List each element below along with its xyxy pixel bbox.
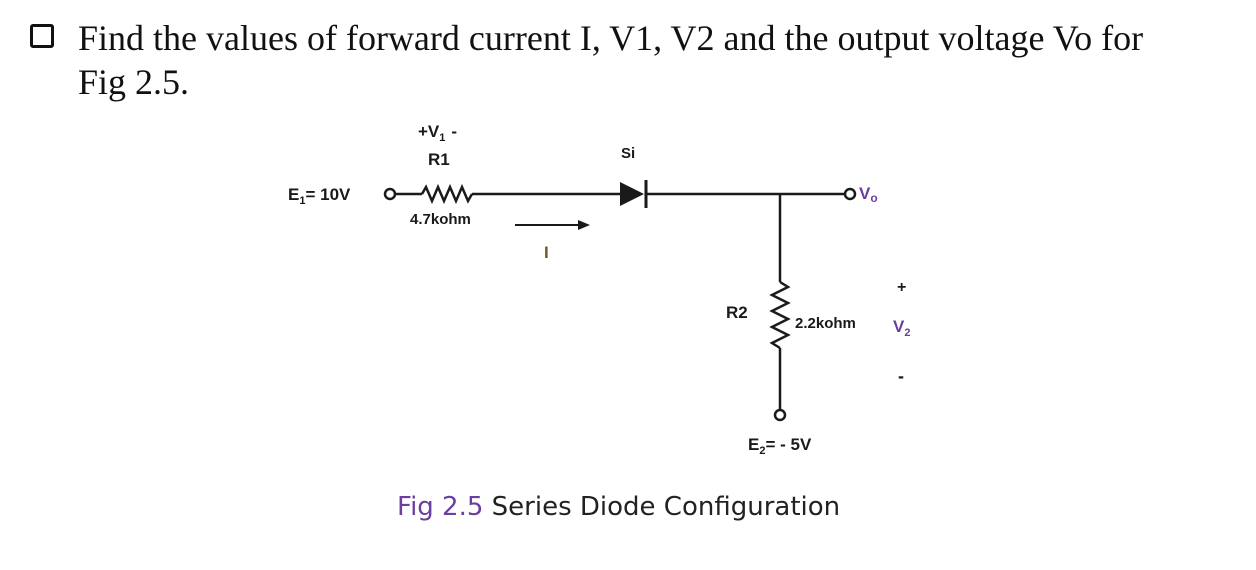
r1-name-label: R1 [428,150,450,169]
si-diode-icon [620,180,648,208]
problem-line-1: Find the values of forward current I, V1… [78,18,1144,58]
current-label: I [544,243,549,262]
figure-caption: Fig 2.5 Series Diode Configuration [397,492,840,522]
caption-text: Series Diode Configuration [491,492,841,522]
square-checkbox-icon [30,24,54,48]
v2-minus-label: - [898,366,904,386]
e2-label: E2= - 5V [748,435,812,457]
r2-value-label: 2.2kohm [795,315,856,332]
e1-label: E1= 10V [288,185,351,207]
vo-label: Vo [859,184,878,205]
r1-value-label: 4.7kohm [410,211,471,228]
e1-terminal-icon [383,187,397,201]
e2-terminal-icon [773,408,787,422]
vo-terminal-icon [843,187,857,201]
diode-label: Si [621,145,635,162]
v1-label: +V1- [418,122,457,144]
r1-resistor-icon [420,183,474,205]
r2-resistor-icon [769,280,791,350]
v2-plus-label: + [897,279,906,296]
v2-label: V2 [893,317,910,339]
r2-name-label: R2 [726,303,748,322]
caption-fig-number: Fig 2.5 [397,492,484,522]
problem-line-2: Fig 2.5. [78,62,190,102]
current-arrowhead-icon [578,220,590,230]
